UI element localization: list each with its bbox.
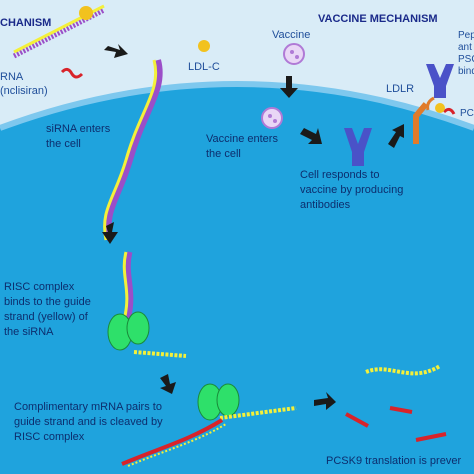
ldlr-receptor-icon [413, 96, 435, 144]
mrna-fragment-3 [415, 432, 447, 442]
responds-line2: vaccine by producing [300, 184, 403, 196]
mrna-line1: Complimentary mRNA pairs to [14, 401, 162, 413]
arrow-down-2 [160, 374, 176, 394]
ldlr-label: LDLR [386, 83, 414, 95]
arrow-right-top [104, 44, 128, 58]
risc-line3: strand (yellow) of [4, 311, 89, 323]
ldl-particle-3 [435, 103, 445, 113]
mrna-line2: guide strand and is cleaved by [14, 416, 163, 428]
sirna-strand-risc [122, 251, 134, 321]
risc-complex-2 [197, 383, 240, 421]
arrow-up-vaccine [388, 124, 404, 148]
guide-strand-2 [219, 406, 297, 420]
vaccine-title: VACCINE MECHANISM [318, 13, 438, 25]
vaccine-particle-outside [283, 43, 305, 65]
ldl-particle-2 [198, 40, 210, 52]
ldlc-label: LDL-C [188, 61, 220, 73]
cell-membrane [0, 81, 474, 131]
free-guide-strand [365, 364, 442, 376]
pep-line3: PSC [458, 54, 474, 65]
ldl-particle [79, 6, 93, 20]
pcsk-label: PCS [460, 108, 474, 119]
mrna-fragment-1 [345, 412, 369, 428]
risc-line1: RISC complex [4, 281, 75, 293]
sirna-strand-entering [103, 59, 163, 241]
sirna-title-fragment: CHANISM [0, 17, 51, 29]
antibody-bound-icon [426, 64, 454, 98]
risc-complex-1 [107, 311, 150, 351]
mrna-strand-paired [127, 423, 227, 467]
arrow-right-vaccine [300, 128, 322, 144]
antibody-icon [344, 128, 372, 166]
pep-line2: ant [458, 42, 472, 53]
pep-line4: bind [458, 66, 474, 77]
pep-line1: Pep [458, 30, 474, 41]
vaccine-label: Vaccine [272, 29, 310, 41]
vaccine-particle-inside [261, 107, 283, 129]
mrna-strand [121, 418, 224, 466]
guide-strand-1 [133, 350, 187, 358]
responds-line1: Cell responds to [300, 169, 380, 181]
arrow-right-bottom [314, 392, 336, 410]
red-fragment-icon [60, 67, 84, 79]
risc-line4: the siRNA [4, 326, 54, 338]
mrna-fragment-2 [389, 406, 413, 414]
translation-label: PCSK9 translation is prever [326, 455, 461, 467]
pcsk9-fragment-icon [442, 107, 456, 115]
vaccine-enters-line2: the cell [206, 148, 241, 160]
sirna-enters-line2: the cell [46, 138, 81, 150]
vaccine-enters-line1: Vaccine enters [206, 133, 278, 145]
sirna-enters-line1: siRNA enters [46, 123, 111, 135]
mrna-line3: RISC complex [14, 431, 85, 443]
risc-line2: binds to the guide [4, 296, 91, 308]
arrow-down-1 [102, 222, 118, 244]
drug-label-line1: RNA [0, 71, 24, 83]
drug-label-line2: (nclisiran) [0, 85, 48, 97]
arrow-down-vaccine [280, 76, 298, 98]
responds-line3: antibodies [300, 199, 351, 211]
